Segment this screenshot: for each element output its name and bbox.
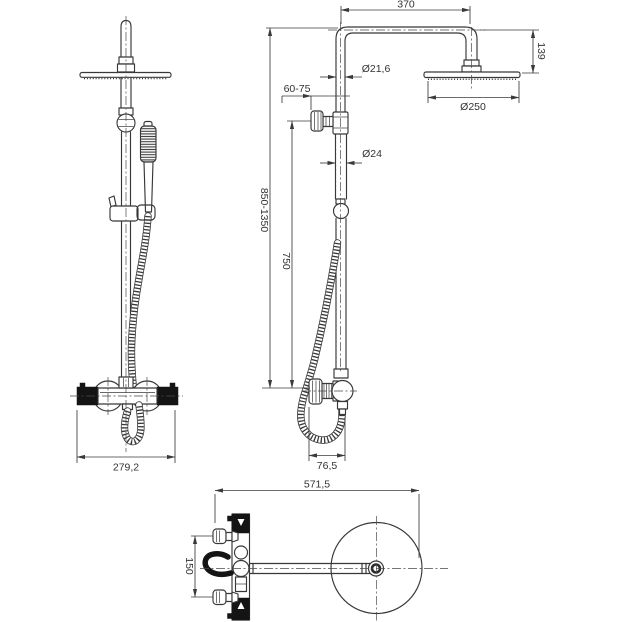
top-view: 571,5 (183, 479, 448, 621)
valve-top (202, 528, 250, 606)
bracket-lever (108, 195, 117, 208)
mixer-valve-front (76, 376, 179, 446)
riser-pipe-side (332, 57, 350, 370)
slider-bracket (108, 195, 156, 222)
hand-shower-top-view (202, 551, 234, 577)
wall-bracket-side (310, 110, 349, 135)
dim-label-head-diameter: Ø250 (460, 101, 486, 113)
dim-label-hose-drop: 750 (280, 252, 292, 270)
dim-label-arm-length: 370 (397, 0, 415, 11)
dim-upper-pipe-diameter: Ø21,6 (320, 63, 391, 80)
centerlines-top (200, 516, 448, 621)
dim-head-drop: 139 (480, 29, 547, 74)
hose-slider (332, 202, 350, 220)
mixer-valve-side (308, 368, 354, 416)
hand-shower-head (139, 125, 157, 163)
centerlines-front (70, 16, 183, 452)
dim-label-valve-offset: 76,5 (317, 460, 338, 472)
dim-valve-offset: 76,5 (308, 407, 346, 472)
dim-label-overall-depth: 571,5 (304, 479, 330, 491)
dim-label-column-height: 850-1350 (258, 188, 270, 233)
dim-label-head-drop: 139 (535, 42, 547, 60)
side-view: 370 139 Ø250 Ø21,6 60-75 (258, 0, 547, 472)
dim-label-valve-width: 279,2 (113, 462, 139, 474)
valve-knob-side (308, 378, 323, 405)
dim-label-wall-clearance: 60-75 (284, 83, 311, 95)
rain-head-side (423, 59, 521, 80)
shower-hose-side (297, 239, 346, 444)
centerlines-side (302, 22, 486, 392)
dim-hose-drop: 750 (280, 120, 311, 389)
dim-valve-width: 279,2 (76, 410, 176, 474)
flow-arrow-top (237, 519, 245, 526)
hand-shower-holder (136, 204, 156, 221)
rain-head-front (79, 71, 172, 80)
dim-head-diameter: Ø250 (427, 81, 520, 113)
dim-label-upper-pipe-diameter: Ø21,6 (362, 63, 391, 75)
front-view: 279,2 (70, 16, 183, 474)
shower-arm (335, 26, 478, 61)
dim-wall-clearance: 60-75 (281, 83, 350, 110)
hand-shower (139, 120, 157, 213)
dim-inlet-spacing: 150 (183, 535, 213, 598)
dim-overall-depth: 571,5 (214, 479, 420, 558)
shower-hose-front (127, 212, 152, 388)
dim-arm-length: 370 (340, 0, 471, 24)
dim-column-height: 850-1350 (258, 27, 338, 389)
dim-lower-pipe-diameter: Ø24 (320, 148, 382, 166)
hand-shower-handle (143, 161, 154, 213)
dim-label-lower-pipe-diameter: Ø24 (362, 148, 382, 160)
flow-arrow-bottom (237, 602, 245, 609)
dim-label-inlet-spacing: 150 (183, 557, 195, 575)
